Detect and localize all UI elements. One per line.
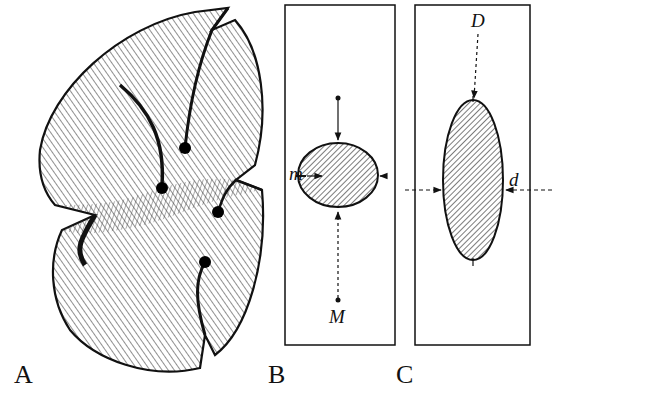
figure-letter: B bbox=[268, 362, 285, 388]
compression-panel-b bbox=[285, 5, 395, 345]
force-symbol: D bbox=[471, 11, 485, 30]
figure-letter: C bbox=[396, 362, 413, 388]
force-symbol: m bbox=[289, 164, 303, 183]
figure-letter: A bbox=[14, 362, 33, 388]
force-arrow bbox=[307, 175, 322, 176]
lobed-section bbox=[40, 8, 264, 372]
compression-panel-c bbox=[405, 5, 552, 345]
force-symbol: M bbox=[329, 307, 345, 326]
force-symbol: d bbox=[509, 170, 519, 189]
